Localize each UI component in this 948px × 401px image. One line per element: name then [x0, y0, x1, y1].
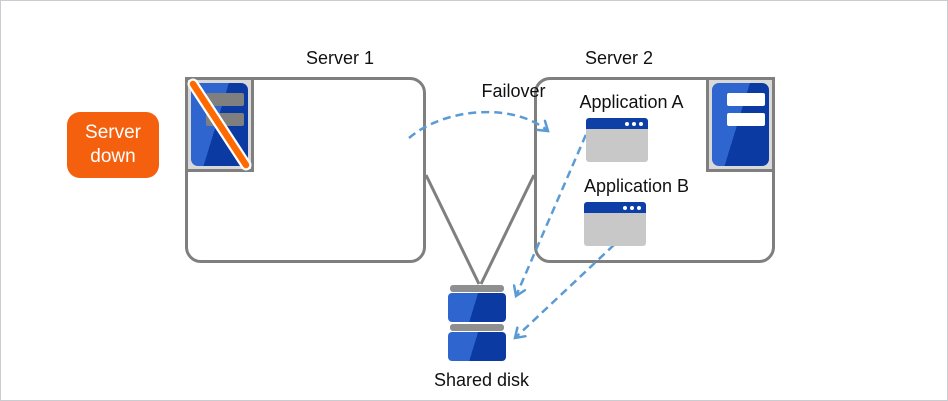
- app-window-icon-a: [586, 118, 648, 162]
- server2-slot: [727, 113, 765, 126]
- server1-slot: [206, 93, 244, 106]
- disk-cap: [450, 324, 504, 331]
- window-dot-icon: [625, 121, 629, 126]
- server1-label: Server 1: [305, 48, 375, 68]
- server-down-badge: Server down: [67, 112, 159, 178]
- app-b-body: [584, 213, 646, 246]
- app-window-icon-b: [584, 202, 646, 246]
- disk-cap: [450, 285, 504, 292]
- server1-to-disk-line: [424, 174, 481, 285]
- server-down-badge-line1: Server: [85, 122, 141, 143]
- server2-to-disk-line: [479, 174, 536, 285]
- window-dot-icon: [623, 205, 627, 210]
- application-b-label: Application B: [583, 176, 690, 196]
- server-icon: [706, 77, 775, 172]
- disk-unit: [448, 293, 506, 322]
- server2-slot: [727, 93, 765, 106]
- window-dot-icon: [630, 205, 634, 210]
- window-dot-icon: [637, 205, 641, 210]
- app-a-titlebar: [586, 118, 648, 129]
- app-b-titlebar: [584, 202, 646, 213]
- application-a-label: Application A: [579, 92, 684, 112]
- shared-disk-icon: [448, 285, 506, 361]
- window-dot-icon: [632, 121, 636, 126]
- failure-slash-icon: [187, 78, 252, 171]
- server-down-badge-line2: down: [90, 146, 136, 167]
- app-a-body: [586, 129, 648, 162]
- server2-chassis: [712, 83, 769, 166]
- failover-label: Failover: [481, 81, 546, 101]
- shared-disk-label: Shared disk: [433, 370, 530, 390]
- server2-label: Server 2: [584, 48, 654, 68]
- server-down-icon: [185, 77, 254, 172]
- failover-arrow: [408, 110, 548, 139]
- window-dot-icon: [639, 121, 643, 126]
- disk-unit: [448, 332, 506, 361]
